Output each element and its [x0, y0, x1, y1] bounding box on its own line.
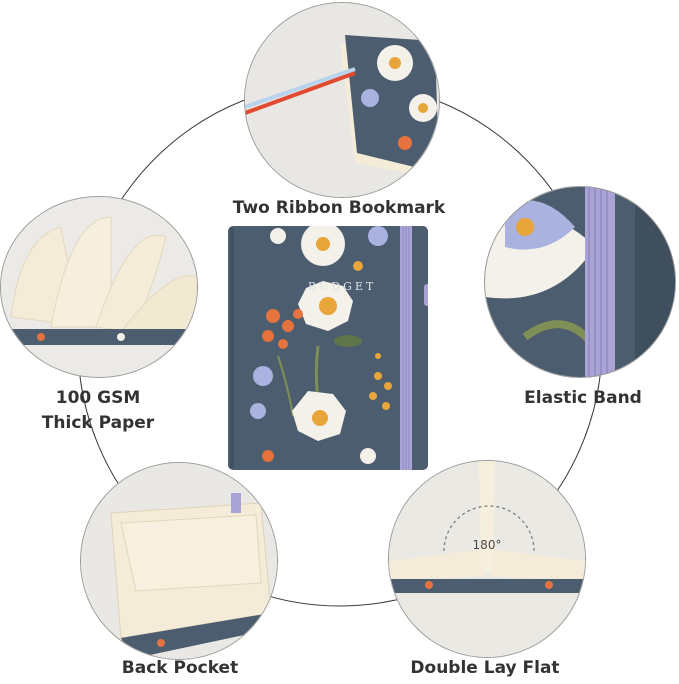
cover-title: BUDGET	[308, 280, 376, 293]
elastic-band-photo	[484, 186, 676, 378]
back-pocket-photo	[80, 462, 278, 660]
budget-notebook-cover: BUDGET	[228, 226, 428, 470]
angle-label: 180°	[473, 538, 502, 552]
double-lay-flat-photo: 180°	[388, 460, 586, 658]
back-pocket-label: Back Pocket	[121, 658, 239, 678]
elastic-band-label: Elastic Band	[524, 388, 642, 408]
thick-paper-photo	[0, 196, 198, 378]
ribbon-bookmark-photo	[244, 2, 440, 198]
thick-paper-label: 100 GSM Thick Paper	[41, 388, 155, 433]
ribbon-bookmark-label: Two Ribbon Bookmark	[232, 198, 446, 218]
double-lay-flat-label: Double Lay Flat	[410, 658, 560, 678]
